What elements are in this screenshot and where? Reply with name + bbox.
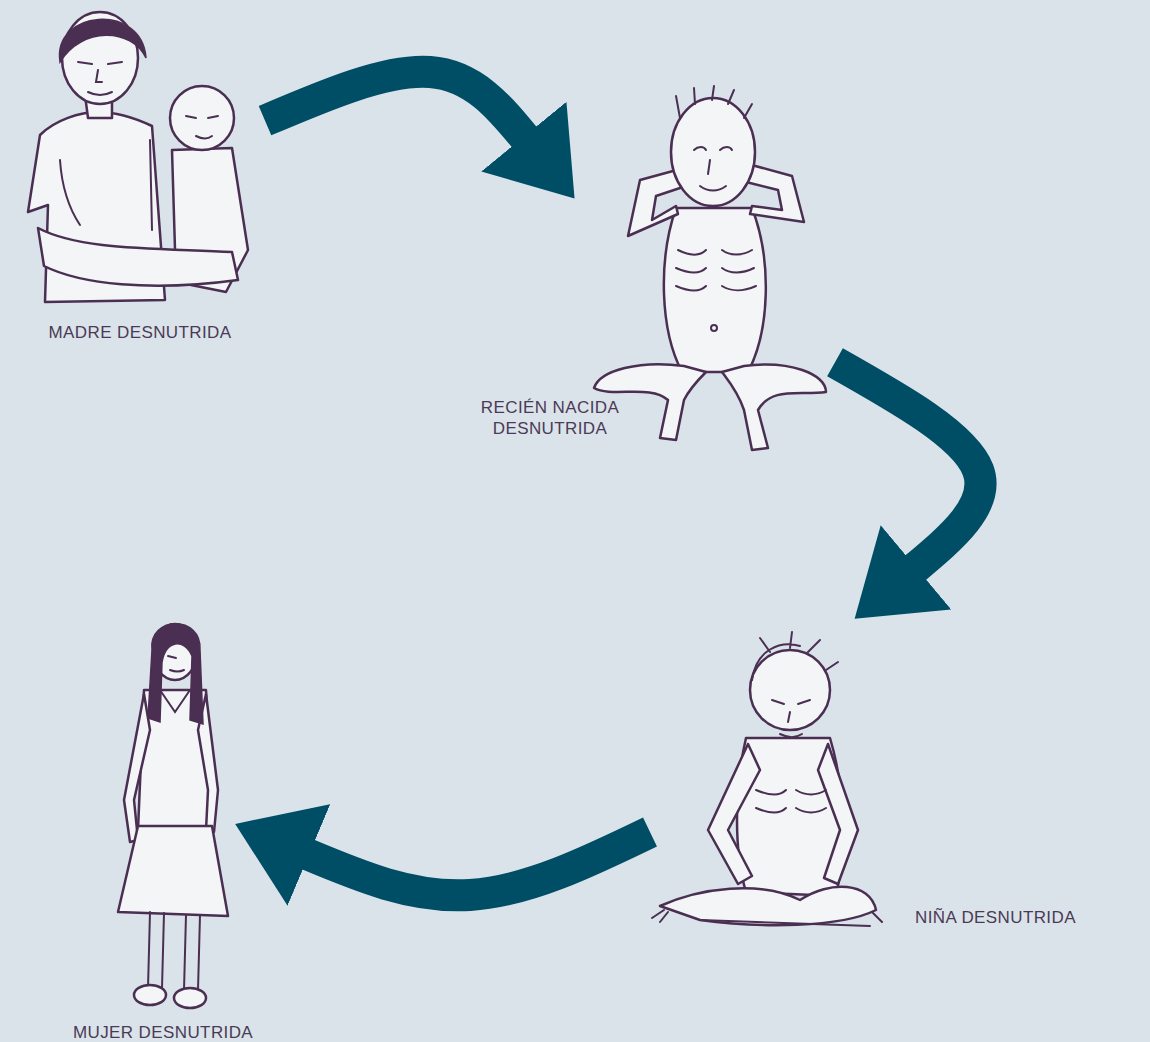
cycle-arrow	[835, 362, 981, 569]
cycle-arrow	[306, 832, 650, 895]
figure-node: RECIÉN NACIDA DESNUTRIDA	[590, 85, 835, 455]
figure-node: NIÑA DESNUTRIDA	[650, 635, 890, 945]
figure-label: MUJER DESNUTRIDA	[33, 1022, 293, 1042]
figure-label: NIÑA DESNUTRIDA	[915, 907, 1145, 928]
girl-figure	[652, 632, 882, 926]
figure-node: MUJER DESNUTRIDA	[95, 620, 230, 1015]
mother-figure	[28, 12, 248, 302]
woman-figure	[118, 624, 228, 1008]
newborn-figure	[594, 86, 826, 450]
figure-node: MADRE DESNUTRIDA	[15, 0, 265, 315]
figure-label: RECIÉN NACIDA DESNUTRIDA	[440, 397, 660, 439]
cycle-arrow	[265, 72, 526, 140]
figure-label: MADRE DESNUTRIDA	[15, 322, 265, 343]
